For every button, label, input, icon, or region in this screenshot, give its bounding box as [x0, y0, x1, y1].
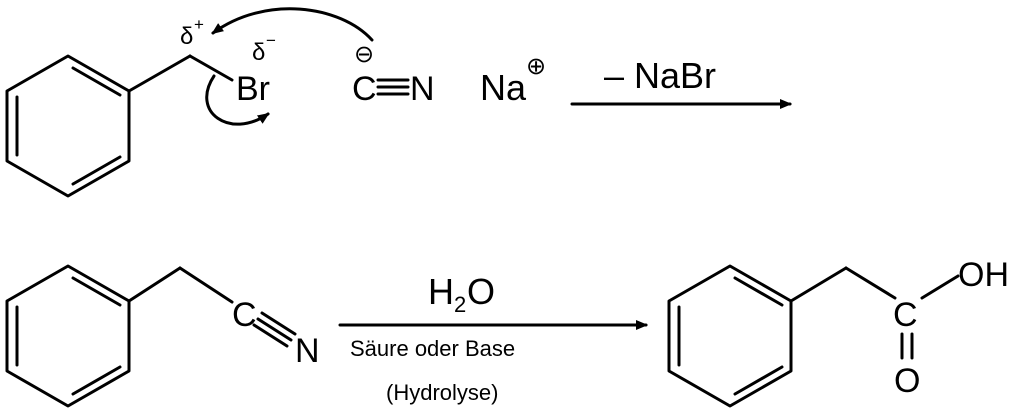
carboxyl-carbon: C	[893, 296, 918, 334]
ch2-bond-2	[127, 266, 182, 303]
process-label: (Hydrolyse)	[386, 380, 498, 405]
water-h: H	[428, 271, 454, 312]
cyanide-carbon: C	[352, 70, 377, 108]
nitrile-nitrogen: N	[295, 332, 320, 370]
c-br-bond	[188, 54, 234, 82]
benzyl-cyanide: C N	[5, 264, 320, 408]
water-subscript: 2	[454, 292, 466, 317]
cyanide-nitrogen: N	[410, 70, 435, 108]
leaving-group-arrow	[205, 74, 270, 126]
hydroxyl-group: OH	[958, 256, 1009, 294]
delta-plus-label: δ	[180, 23, 193, 50]
benzene-ring-2	[5, 264, 131, 408]
ch2-bond	[127, 54, 192, 93]
phenylacetic-acid: C OH O	[667, 256, 1009, 408]
triple-bond-1	[376, 78, 410, 96]
sodium-ion: Na	[480, 67, 527, 108]
delta-minus-label: δ	[252, 39, 265, 66]
sodium-cyanide: ⊖ C N Na ⊕	[352, 41, 546, 108]
byproduct-label: – NaBr	[604, 55, 716, 96]
c-o-double-bond	[900, 332, 914, 360]
benzene-ring-3	[667, 264, 793, 408]
ch2-bond-3	[789, 266, 848, 303]
delta-plus-sign: +	[194, 15, 204, 34]
delta-minus-sign: −	[266, 31, 276, 50]
bromine-atom: Br	[236, 70, 270, 108]
ch2-cn-bond	[178, 266, 234, 304]
benzyl-bromide: δ + δ − Br	[5, 15, 276, 198]
reagent-water: H 2 O	[428, 271, 495, 317]
condition-label: Säure oder Base	[350, 336, 515, 361]
water-o: O	[467, 271, 495, 312]
triple-bond-2	[252, 311, 297, 348]
sodium-charge: ⊕	[526, 53, 546, 80]
benzene-ring-1	[5, 54, 131, 198]
c-oh-bond	[920, 274, 960, 300]
nitrile-carbon: C	[232, 296, 257, 334]
ch2-cooh-bond	[844, 266, 897, 300]
cyanide-charge: ⊖	[354, 41, 374, 68]
carbonyl-oxygen: O	[894, 362, 920, 400]
nucleophile-attack-arrow	[211, 7, 374, 42]
